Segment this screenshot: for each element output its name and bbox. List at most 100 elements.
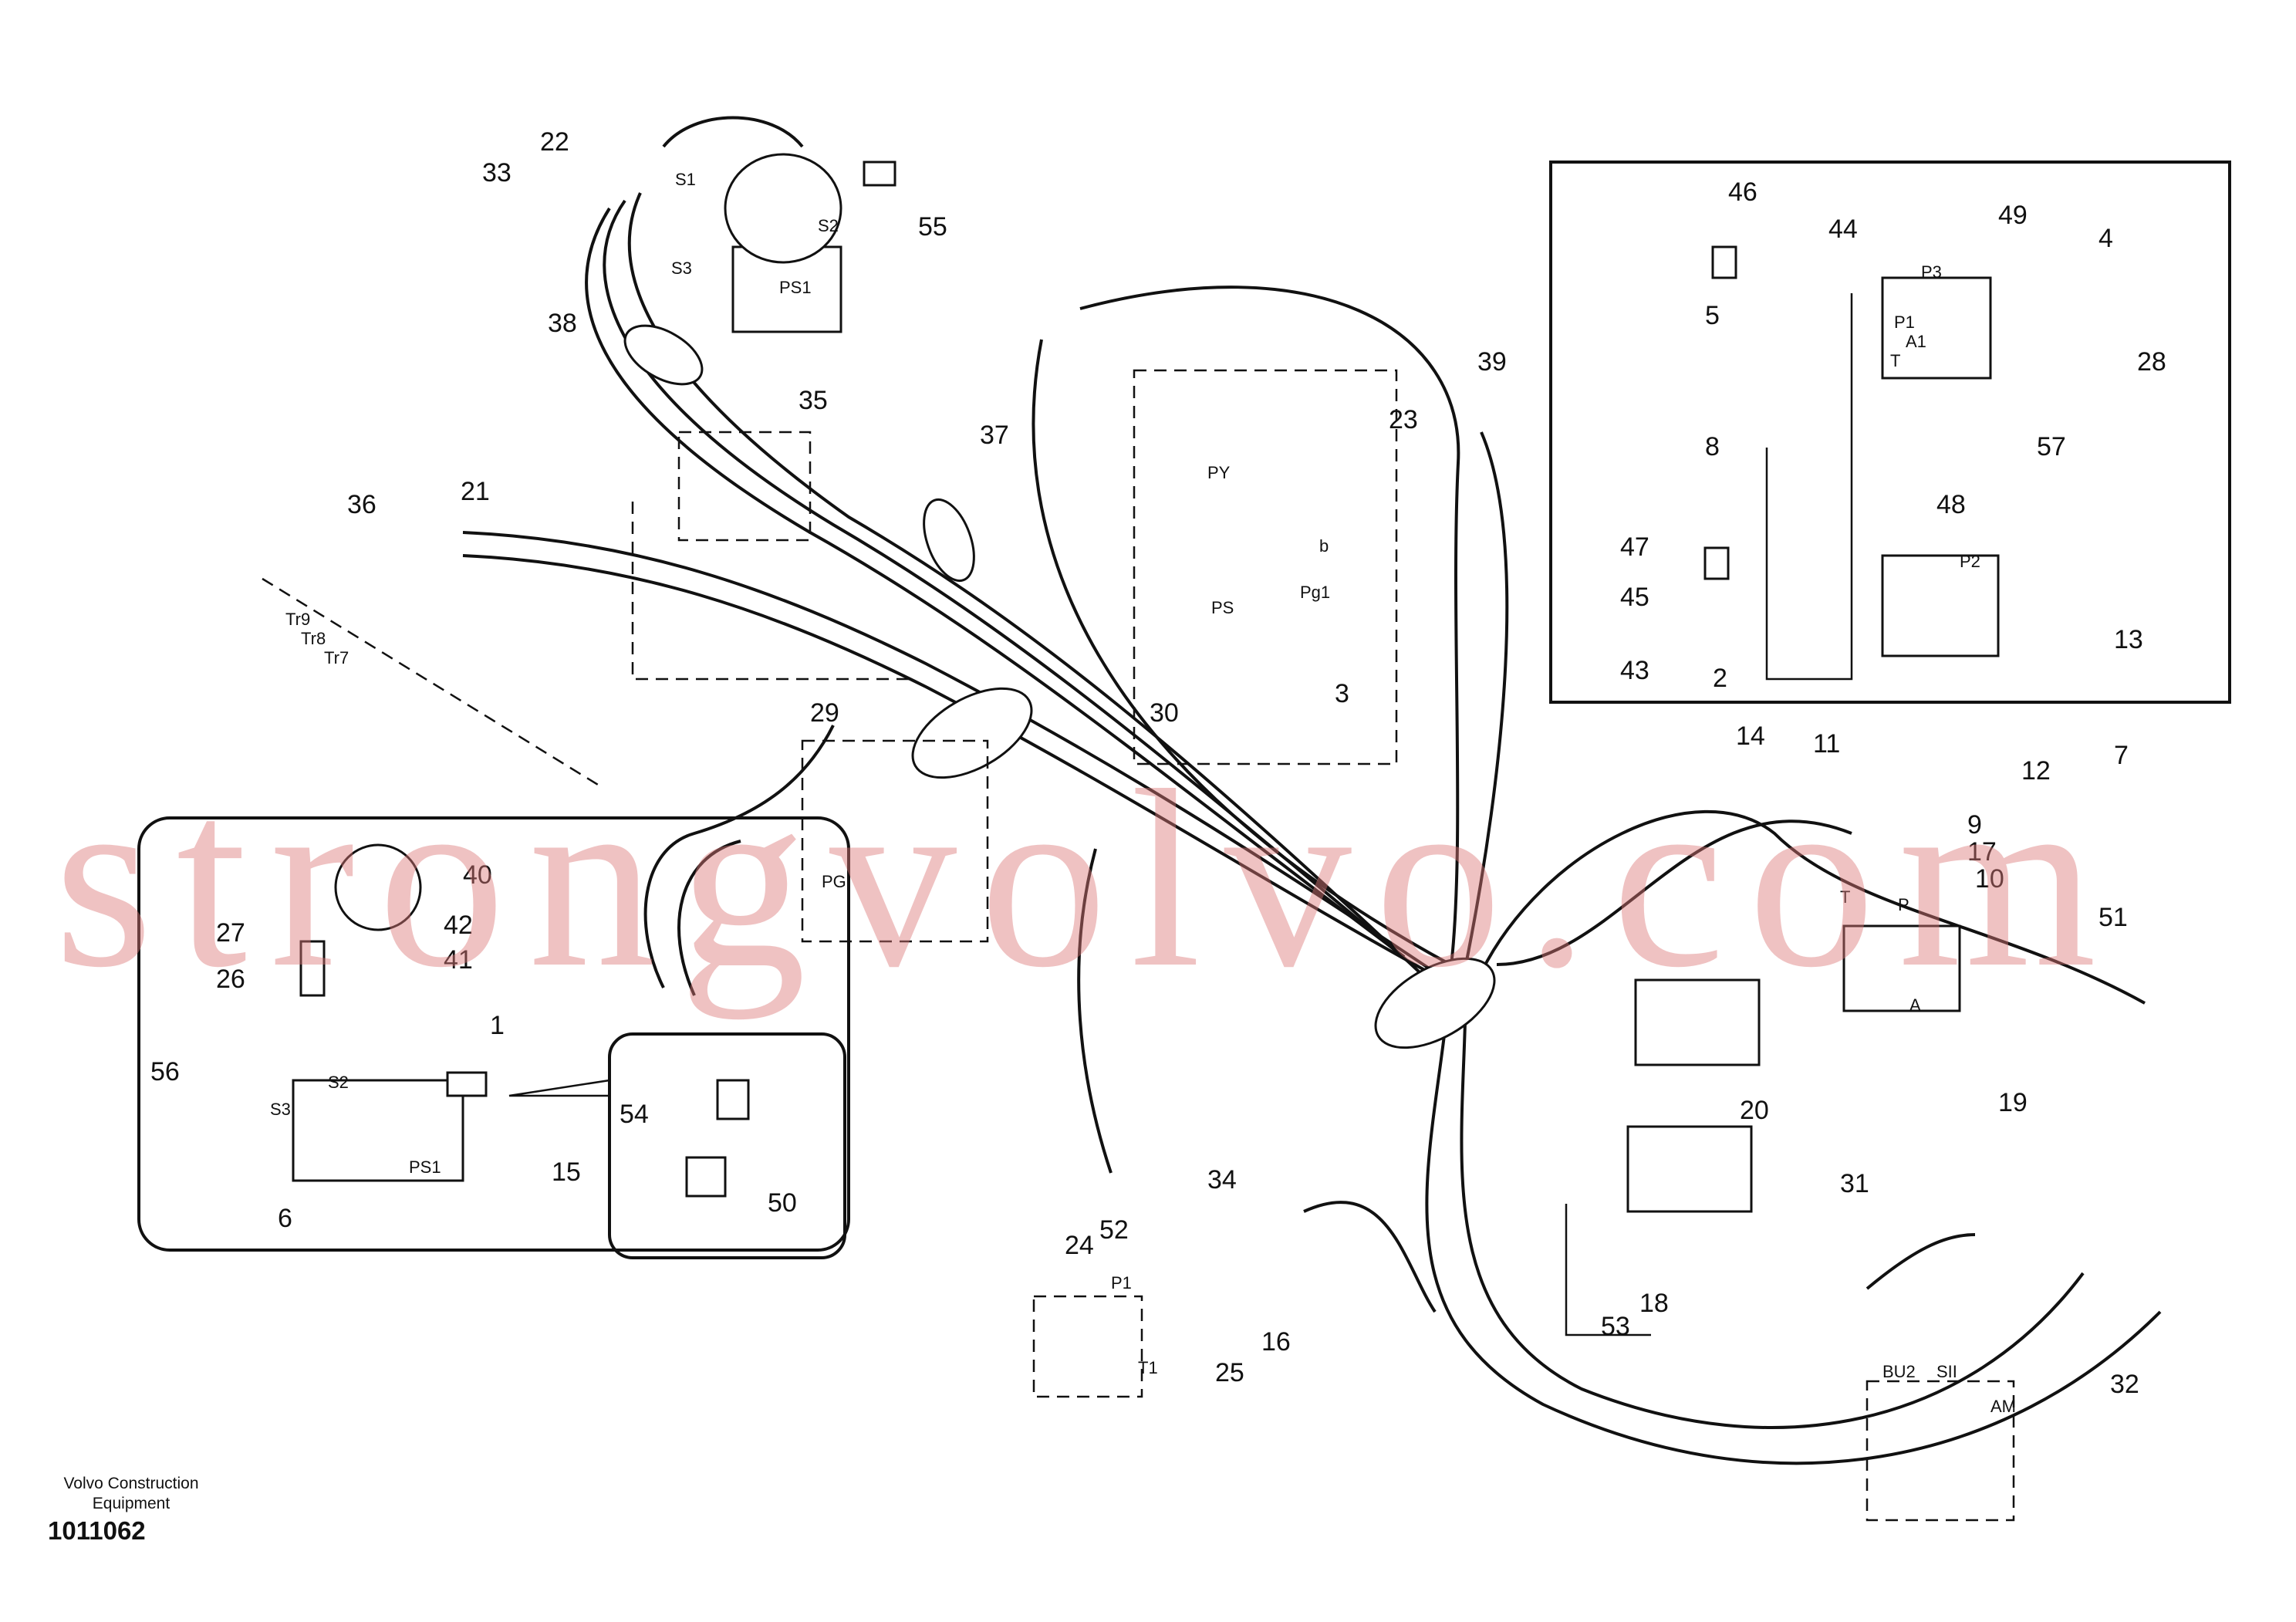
accumulator-40 — [334, 843, 422, 931]
callout-8: 8 — [1705, 432, 1720, 461]
inset-right-valves — [1549, 161, 2231, 704]
callout-30: 30 — [1150, 698, 1179, 728]
callout-41: 41 — [444, 945, 473, 975]
control-valve-ghost — [1133, 369, 1398, 765]
port-label-21: P3 — [1921, 262, 1942, 282]
port-label-7: b — [1319, 536, 1329, 556]
hose-clamp-38 — [623, 324, 704, 386]
accumulator-block-6 — [292, 1079, 464, 1182]
valve-block-48 — [1881, 554, 2000, 657]
callout-48: 48 — [1936, 490, 1966, 519]
pressure-switch-1 — [446, 1071, 488, 1097]
label-marks: 1234567891011121314151617181920212223242… — [150, 127, 2166, 1416]
port-label-1: S2 — [818, 216, 839, 235]
valve-block-upper — [1634, 978, 1761, 1066]
bolt-47 — [1703, 546, 1730, 580]
callout-40: 40 — [463, 860, 492, 890]
callout-47: 47 — [1620, 532, 1649, 562]
callout-33: 33 — [482, 158, 512, 188]
accumulator-assembly — [724, 153, 896, 333]
port-label-24: A1 — [1906, 332, 1926, 351]
hose-clamp-29-upper — [911, 687, 1033, 779]
brand-line-2: Equipment — [92, 1495, 171, 1512]
port-label-22: P1 — [1894, 313, 1915, 332]
brand-line-1: Volvo Construction — [63, 1475, 199, 1492]
inset-frame-right — [1549, 161, 2231, 704]
callout-26: 26 — [216, 965, 245, 994]
callout-42: 42 — [444, 911, 473, 940]
port-label-2: S3 — [671, 259, 692, 278]
hose-clamps — [623, 324, 1496, 1049]
callout-34: 34 — [1207, 1165, 1237, 1195]
callout-18: 18 — [1639, 1289, 1669, 1318]
callout-9: 9 — [1967, 810, 1982, 840]
port-label-15: P — [1898, 895, 1909, 914]
callout-6: 6 — [278, 1204, 292, 1233]
callout-11: 11 — [1813, 729, 1840, 759]
inset-frame-left — [137, 816, 850, 1252]
tr-block-ghost — [262, 577, 603, 789]
port-label-16: A — [1909, 995, 1921, 1015]
port-label-3: PS1 — [779, 278, 812, 297]
callout-35: 35 — [799, 386, 828, 415]
callout-1: 1 — [490, 1011, 505, 1040]
callout-39: 39 — [1477, 347, 1507, 377]
callout-21: 21 — [461, 477, 490, 506]
port-label-25: S2 — [328, 1073, 349, 1092]
callout-44: 44 — [1828, 215, 1858, 244]
callout-12: 12 — [2021, 756, 2051, 786]
bracket-53 — [1565, 1204, 1651, 1336]
callout-19: 19 — [1998, 1088, 2028, 1117]
callout-10: 10 — [1975, 864, 2004, 894]
manufacturer-caption: Volvo Construction Equipment — [46, 1474, 216, 1514]
callout-4: 4 — [2098, 224, 2113, 253]
callout-25: 25 — [1215, 1358, 1244, 1387]
port-label-10: Tr7 — [324, 648, 349, 667]
callout-56: 56 — [150, 1057, 180, 1086]
callout-36: 36 — [347, 490, 376, 519]
callout-17: 17 — [1967, 837, 1997, 867]
callout-28: 28 — [2137, 347, 2166, 377]
callout-27: 27 — [216, 918, 245, 948]
port-label-11: PG — [822, 872, 846, 891]
callout-55: 55 — [918, 212, 947, 242]
callout-31: 31 — [1840, 1169, 1869, 1198]
port-label-13: T1 — [1138, 1358, 1158, 1377]
accumulator-sphere — [724, 153, 842, 264]
pg-block-ghost — [801, 739, 989, 943]
switch-detail — [716, 1079, 750, 1120]
elbow-50 — [685, 1156, 727, 1198]
port-label-5: PS — [1211, 598, 1234, 617]
port-label-20: P2 — [1960, 552, 1980, 571]
fitting-55 — [863, 161, 896, 187]
valve-block-49 — [1881, 276, 1992, 380]
callout-57: 57 — [2037, 432, 2066, 461]
bracket-43 — [1765, 293, 1853, 681]
callout-29: 29 — [810, 698, 839, 728]
callout-53: 53 — [1601, 1312, 1630, 1341]
callout-14: 14 — [1736, 721, 1765, 751]
bracket-ghost — [677, 431, 812, 542]
port-label-8: Tr9 — [285, 610, 310, 629]
callout-5: 5 — [1705, 301, 1720, 330]
callout-52: 52 — [1099, 1215, 1129, 1245]
callout-54: 54 — [620, 1100, 649, 1129]
hose-clamp-29-lower — [1374, 957, 1496, 1049]
hose-lines — [462, 116, 2162, 1465]
callout-38: 38 — [548, 309, 577, 338]
port-label-23: T — [1890, 351, 1900, 370]
inset-left-accumulator — [137, 816, 850, 1259]
callout-20: 20 — [1740, 1096, 1769, 1125]
hose-clamp-37 — [923, 498, 975, 583]
bolt-46 — [1711, 245, 1737, 279]
port-label-14: T — [1840, 887, 1850, 907]
port-label-27: PS1 — [409, 1157, 441, 1177]
callout-49: 49 — [1998, 201, 2028, 230]
callout-45: 45 — [1620, 583, 1649, 612]
port-label-0: S1 — [675, 170, 696, 189]
callout-37: 37 — [980, 421, 1009, 450]
port-label-18: SII — [1936, 1362, 1957, 1381]
port-label-4: PY — [1207, 463, 1231, 482]
